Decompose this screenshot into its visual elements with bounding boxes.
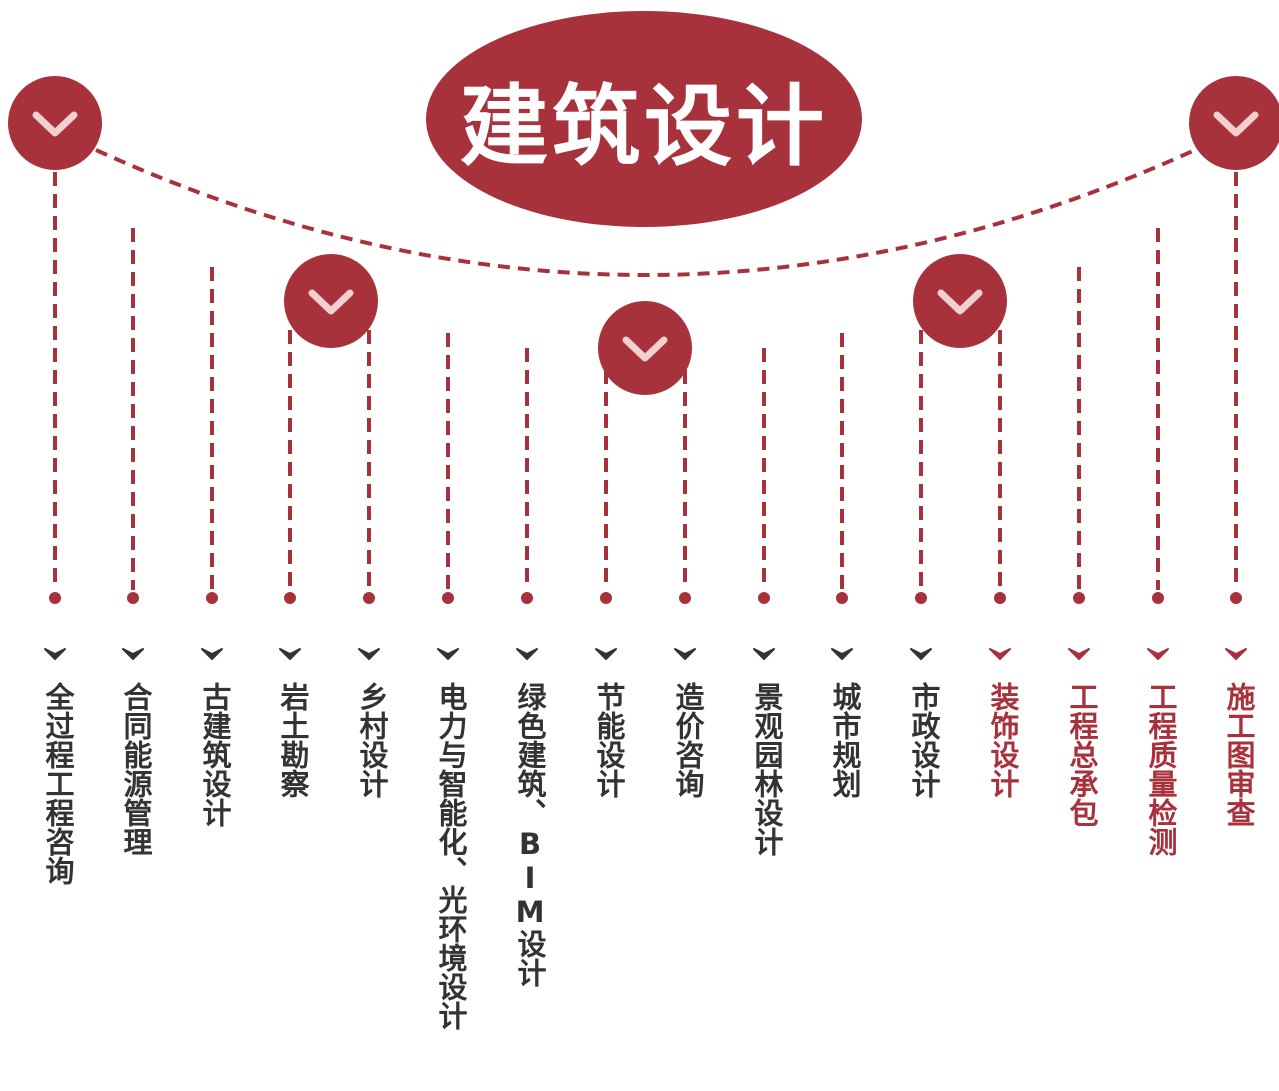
arrow-down-icon xyxy=(753,648,775,660)
arrow-down-icon xyxy=(201,648,223,660)
connector-dot xyxy=(127,592,139,604)
arrow-down-icon xyxy=(437,648,459,660)
service-item-label: 装饰设计 xyxy=(986,682,1020,798)
service-item-label: 古建筑设计 xyxy=(198,682,232,827)
connector-dot xyxy=(49,592,61,604)
service-item-label: 电力与智能化、光环境设计 xyxy=(434,682,468,1030)
arrow-down-icon xyxy=(122,648,144,660)
arrow-down-icon xyxy=(910,648,932,660)
connector-dot xyxy=(363,592,375,604)
service-item-label: 节能设计 xyxy=(592,682,626,798)
chevron-down-icon xyxy=(1213,111,1259,137)
arrow-down-icon xyxy=(1225,648,1247,660)
connector-dot xyxy=(206,592,218,604)
arrow-down-icon xyxy=(1147,648,1169,660)
diagram-title: 建筑设计 xyxy=(459,74,828,178)
node-circle xyxy=(598,301,692,395)
connector-dot xyxy=(442,592,454,604)
chevron-down-icon xyxy=(308,289,354,315)
service-item-label: 全过程工程咨询 xyxy=(41,682,75,885)
service-item-label: 造价咨询 xyxy=(671,682,705,798)
connector-dot xyxy=(284,592,296,604)
connector-dot xyxy=(600,592,612,604)
connector-dot xyxy=(679,592,691,604)
node-circle xyxy=(8,76,102,170)
arrow-down-icon xyxy=(279,648,301,660)
connector-dot xyxy=(758,592,770,604)
title-ellipse: 建筑设计 xyxy=(426,11,862,227)
node-circle xyxy=(913,254,1007,348)
chevron-down-icon xyxy=(622,336,668,362)
arrow-down-icon xyxy=(989,648,1011,660)
chevron-down-icon xyxy=(937,289,983,315)
arrow-down-icon xyxy=(516,648,538,660)
connector-dot xyxy=(836,592,848,604)
service-item-label: 工程质量检测 xyxy=(1144,682,1178,856)
dashed-arc-connector xyxy=(95,148,1196,277)
arrow-down-icon xyxy=(44,648,66,660)
arrow-down-icon xyxy=(1068,648,1090,660)
service-item-label: 城市规划 xyxy=(828,682,862,798)
arrow-down-icon xyxy=(674,648,696,660)
service-item-label: 绿色建筑、BIM设计 xyxy=(513,682,547,987)
connector-dot xyxy=(521,592,533,604)
connector-dot xyxy=(1073,592,1085,604)
service-item-label: 市政设计 xyxy=(907,682,941,798)
service-item-label: 岩土勘察 xyxy=(276,682,310,798)
arrow-down-icon xyxy=(831,648,853,660)
node-circle xyxy=(284,254,378,348)
service-item-label: 施工图审查 xyxy=(1222,682,1256,827)
service-item-label: 景观园林设计 xyxy=(750,682,784,856)
connector-dot xyxy=(994,592,1006,604)
arrow-down-icon xyxy=(595,648,617,660)
connector-dot xyxy=(1152,592,1164,604)
connector-dot xyxy=(1230,592,1242,604)
connector-dot xyxy=(915,592,927,604)
service-item-label: 工程总承包 xyxy=(1065,682,1099,827)
arrow-down-icon xyxy=(358,648,380,660)
service-item-label: 合同能源管理 xyxy=(119,682,153,856)
service-item-label: 乡村设计 xyxy=(355,682,389,798)
chevron-down-icon xyxy=(32,111,78,137)
node-circle xyxy=(1189,76,1279,170)
